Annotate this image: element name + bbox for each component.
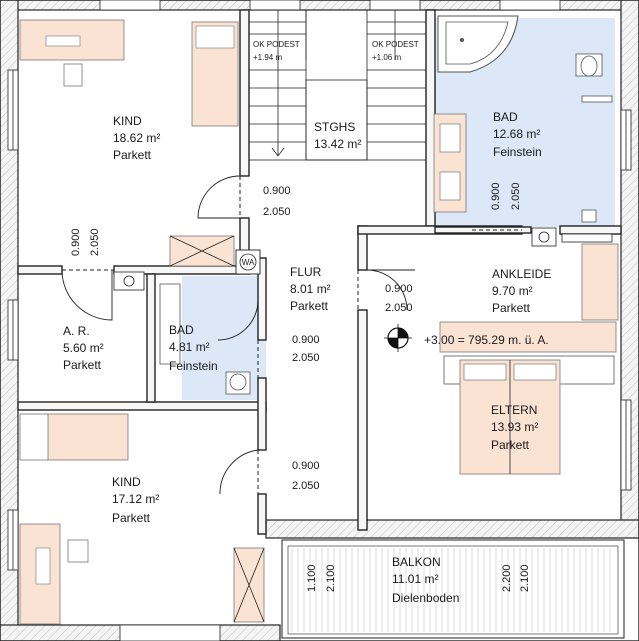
staircase xyxy=(248,9,427,161)
dim-width: 0.900 xyxy=(292,460,320,472)
room-ar: A. R. 5.60 m² Parkett xyxy=(63,324,104,372)
room-name: ANKLEIDE xyxy=(492,267,551,281)
room-area: 11.01 m² xyxy=(392,572,438,586)
room-floor: Parkett xyxy=(290,299,329,313)
washing-machine: WA xyxy=(235,249,261,275)
dim-balkon: 2.100 xyxy=(325,564,337,592)
double-bed xyxy=(443,355,615,475)
room-bad-main: BAD 12.68 m² Feinstein xyxy=(493,110,542,159)
sink-ar xyxy=(113,271,145,291)
room-kind-bottom: KIND 17.12 m² Parkett xyxy=(112,475,159,525)
door-dimensions: 0.900 2.050 0.900 2.050 0.900 2.050 0.90… xyxy=(70,182,531,592)
room-name: KIND xyxy=(113,114,142,128)
room-area: 12.68 m² xyxy=(493,127,540,141)
room-area: 9.70 m² xyxy=(492,284,533,298)
toilet-main xyxy=(575,53,613,223)
room-bad-small: BAD 4.81 m² Feinstein xyxy=(169,323,218,373)
podest-label: OK PODEST xyxy=(253,40,300,49)
doors xyxy=(61,175,522,495)
room-name: A. R. xyxy=(63,324,90,338)
dim-height: 2.050 xyxy=(263,206,291,218)
room-area: 13.93 m² xyxy=(491,420,538,434)
room-eltern: ELTERN 13.93 m² Parkett xyxy=(491,403,538,452)
room-floor: Dielenboden xyxy=(392,591,459,605)
room-area: 18.62 m² xyxy=(113,131,160,145)
dim-height: 2.050 xyxy=(385,302,413,314)
dim-width: 0.900 xyxy=(70,228,82,256)
ankleide-cabinets xyxy=(439,243,619,353)
sink-ankleide xyxy=(531,227,613,247)
room-name: ELTERN xyxy=(491,403,537,417)
room-ankleide: ANKLEIDE 9.70 m² Parkett xyxy=(492,267,551,315)
room-stghs: STGHS 13.42 m² xyxy=(314,120,361,151)
dim-height: 2.050 xyxy=(510,182,522,210)
dim-balkon: 1.100 xyxy=(306,564,318,592)
dim-height: 2.050 xyxy=(292,480,320,492)
dim-width: 0.900 xyxy=(292,334,320,346)
balcony xyxy=(281,539,625,639)
room-area: 17.12 m² xyxy=(112,492,159,506)
room-name: BAD xyxy=(493,110,518,124)
podest-value: +1.94 m xyxy=(253,53,282,62)
elevation-marker xyxy=(384,324,412,352)
room-floor: Feinstein xyxy=(169,359,218,373)
room-name: BAD xyxy=(169,323,194,337)
room-area: 8.01 m² xyxy=(290,282,331,296)
room-area: 13.42 m² xyxy=(314,137,361,151)
podest-value: +1.06 m xyxy=(372,53,401,62)
windows xyxy=(7,0,632,641)
vanity-double xyxy=(433,113,467,213)
washer-label: WA xyxy=(242,258,255,267)
dim-width: 0.900 xyxy=(490,182,502,210)
room-name: KIND xyxy=(112,475,141,489)
dim-balkon: 2.200 xyxy=(501,564,513,592)
bad-small-tile xyxy=(182,276,266,400)
dim-width: 0.900 xyxy=(385,283,413,295)
room-balkon: BALKON 11.01 m² Dielenboden xyxy=(392,555,459,605)
room-floor: Parkett xyxy=(63,358,102,372)
podest-left: OK PODEST +1.94 m xyxy=(253,40,300,62)
dim-height: 2.050 xyxy=(89,228,101,256)
room-area: 5.60 m² xyxy=(63,341,104,355)
podest-label: OK PODEST xyxy=(372,40,419,49)
furniture-kind-top xyxy=(19,19,239,267)
room-floor: Feinstein xyxy=(493,145,542,159)
room-name: FLUR xyxy=(290,265,322,279)
room-area: 4.81 m² xyxy=(169,340,210,354)
room-floor: Parkett xyxy=(492,301,531,315)
dim-balkon: 2.100 xyxy=(519,564,531,592)
room-floor: Parkett xyxy=(112,511,151,525)
room-floor: Parkett xyxy=(491,438,530,452)
podest-right: OK PODEST +1.06 m xyxy=(372,40,419,62)
room-floor: Parkett xyxy=(113,148,152,162)
dim-height: 2.050 xyxy=(292,352,320,364)
elevation-label: +3.00 = 795.29 m. ü. A. xyxy=(424,333,549,347)
room-flur: FLUR 8.01 m² Parkett xyxy=(290,265,331,313)
room-kind-top: KIND 18.62 m² Parkett xyxy=(113,114,160,162)
room-name: BALKON xyxy=(392,555,441,569)
bathtub xyxy=(437,15,519,73)
dim-width: 0.900 xyxy=(263,185,291,197)
bad-small-fixtures xyxy=(159,283,251,395)
room-name: STGHS xyxy=(314,120,355,134)
furniture-kind-bottom xyxy=(19,413,265,625)
